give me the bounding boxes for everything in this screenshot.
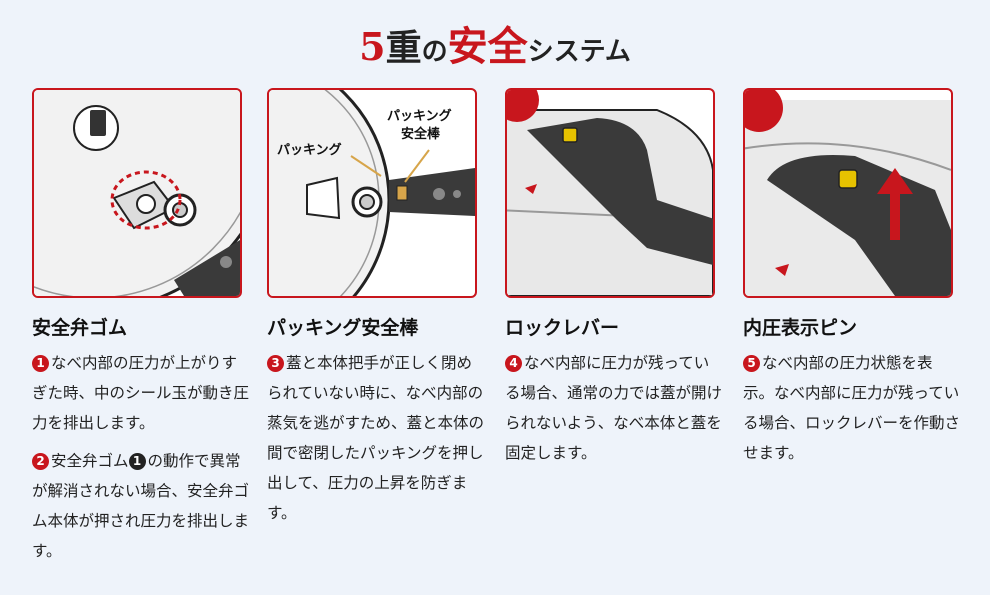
step-1-badge: 1: [32, 355, 49, 372]
packing-rod-heading: パッキング安全棒: [267, 317, 419, 339]
title-highlight: 安全: [447, 24, 528, 70]
safety-valve-heading: 安全弁ゴム: [32, 317, 128, 339]
title-suffix: システム: [527, 37, 631, 67]
step-4-text: なべ内部に圧力が残っている場合、通常の力では蓋が開けられないよう、なべ本体と蓋を…: [505, 354, 723, 462]
lock-lever-drawing: [507, 90, 713, 296]
title-heavy: 重: [385, 28, 422, 69]
packing-rod-illustration: パッキング パッキング 安全棒: [267, 88, 477, 298]
lock-lever-heading: ロックレバー: [505, 317, 620, 339]
rod-callout-line1: パッキング: [387, 108, 452, 124]
pressure-pin-illustration: [743, 88, 953, 298]
step-2-text: 安全弁ゴム: [51, 452, 129, 470]
packing-callout: パッキング: [277, 142, 342, 158]
rod-callout-line2: 安全棒: [401, 126, 441, 142]
pressure-pin-drawing: [745, 90, 951, 296]
step-2-text-cont: の動作で異常が解消されない場合、安全弁ゴム本体が押され圧力を排出します。: [32, 452, 250, 560]
lock-lever-illustration: [505, 88, 715, 298]
safety-valve-illustration: [32, 88, 242, 298]
title-particle: の: [421, 37, 448, 67]
step-3-text: 蓋と本体把手が正しく閉められていない時に、なべ内部の蒸気を逃がすため、蓋と本体の…: [267, 354, 485, 522]
packing-rod-drawing: パッキング パッキング 安全棒: [269, 90, 475, 296]
page-title: 5重の安全システム: [0, 14, 990, 74]
step-4-badge: 4: [505, 355, 522, 372]
step-3-badge: 3: [267, 355, 284, 372]
step-2-badge: 2: [32, 453, 49, 470]
step-5-badge: 5: [743, 355, 760, 372]
step-5-text: なべ内部の圧力状態を表示。なべ内部に圧力が残っている場合、ロックレバーを作動させ…: [743, 354, 961, 462]
step-1-text: なべ内部の圧力が上がりすぎた時、中のシール玉が動き圧力を排出します。: [32, 354, 250, 432]
pressure-pin-heading: 内圧表示ピン: [743, 317, 858, 339]
step-1-ref-badge: 1: [128, 453, 146, 470]
title-number: 5: [359, 24, 386, 69]
safety-valve-drawing: [34, 90, 240, 296]
